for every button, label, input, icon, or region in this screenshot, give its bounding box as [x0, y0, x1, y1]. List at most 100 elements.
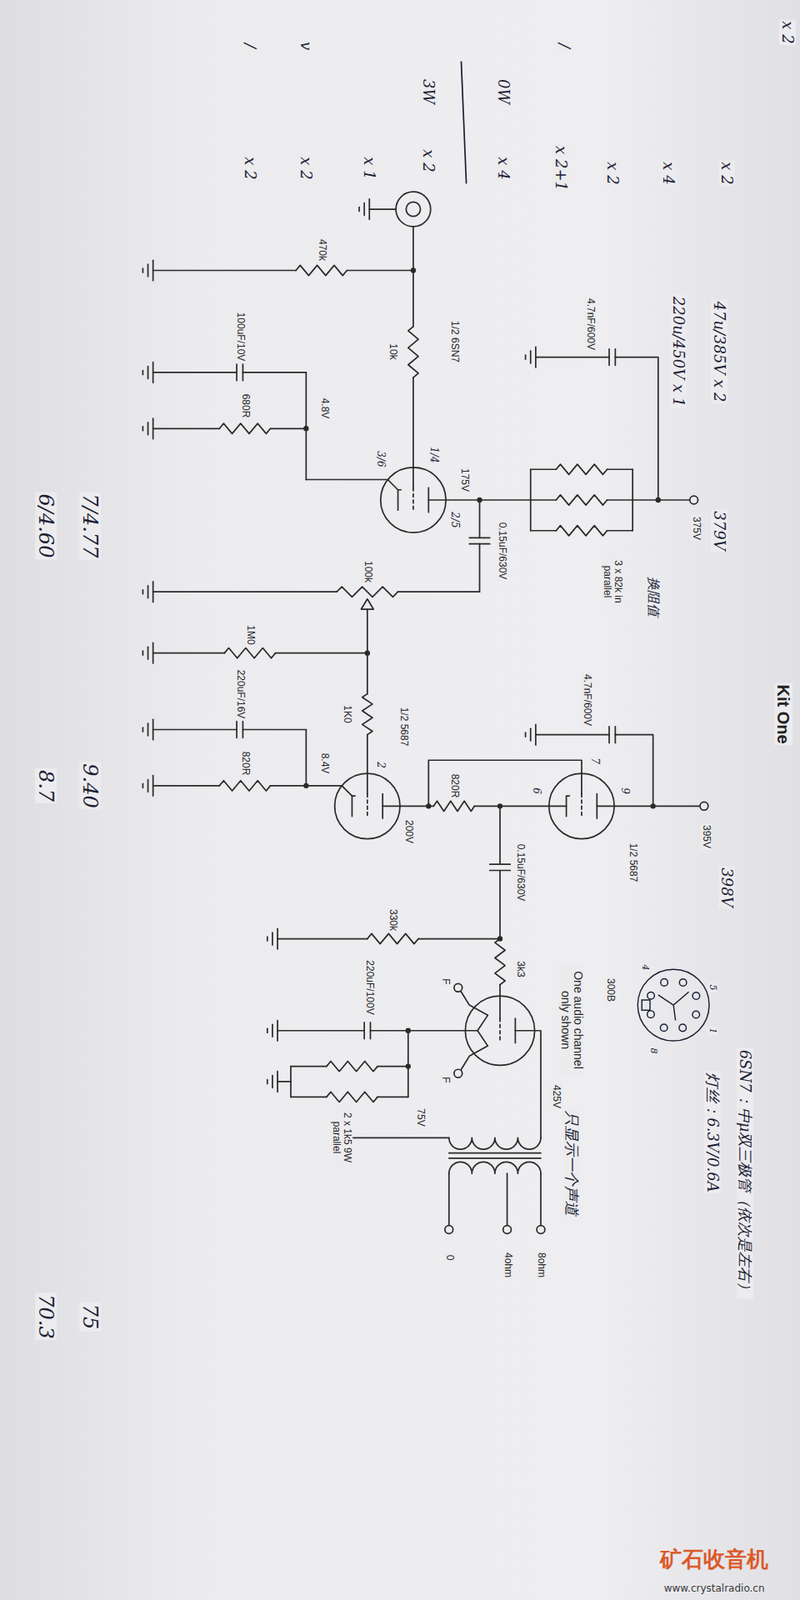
handwritten-note: 2 — [374, 760, 385, 771]
wire — [305, 730, 307, 786]
wiper-arrow — [360, 599, 374, 610]
wire — [535, 734, 610, 736]
handwritten-note: 6SN7：中μ双三极管（依次是左右） — [736, 1048, 754, 1300]
resistor-symbol — [326, 1091, 378, 1102]
wire — [515, 1030, 541, 1139]
wire — [479, 544, 481, 593]
wire — [277, 1080, 291, 1083]
tube-grid — [499, 1018, 501, 1043]
resistor-symbol — [408, 326, 419, 378]
terminal — [445, 1225, 454, 1235]
handwritten-note: 灯丝：6.3V/0.6A — [704, 1071, 721, 1195]
handwritten-note: 47u/385V x 2 — [710, 300, 728, 405]
wire — [615, 357, 658, 500]
component-label: 1/2 5687 — [627, 840, 639, 884]
wire — [153, 270, 296, 272]
component-label: F — [439, 976, 450, 986]
handwritten-note: v — [297, 40, 315, 52]
wire — [607, 499, 634, 501]
socket-pin — [660, 979, 669, 987]
terminal — [503, 1225, 512, 1235]
wire — [499, 870, 501, 939]
wire — [275, 652, 368, 655]
handwritten-note: 7 — [588, 756, 600, 767]
handwritten-note: x 2 — [420, 148, 437, 175]
capacitor-symbol — [469, 536, 490, 539]
tube-grid — [580, 794, 583, 819]
terminal — [690, 495, 699, 505]
wire — [607, 468, 634, 470]
wire — [153, 652, 225, 655]
resistor-symbol — [224, 648, 275, 659]
handwritten-note: x 2 — [297, 155, 315, 181]
capacitor-symbol — [235, 721, 238, 739]
capacitor-symbol — [370, 1022, 372, 1040]
wire — [448, 1173, 450, 1225]
wire — [479, 500, 481, 538]
input-jack — [395, 191, 431, 227]
wire — [377, 1065, 409, 1068]
ground-symbol — [142, 426, 145, 431]
ground-symbol — [266, 1080, 269, 1085]
ground-symbol — [147, 780, 150, 793]
capacitor-symbol — [235, 364, 238, 381]
component-label: 0.15uF/630V — [515, 842, 526, 904]
wire — [290, 1065, 327, 1068]
component-label: 220uF/16V — [234, 667, 245, 720]
ground-symbol — [358, 207, 360, 212]
socket-pin — [679, 979, 687, 987]
handwritten-note: 3W — [420, 77, 437, 106]
wire — [506, 1173, 509, 1225]
capacitor-symbol — [608, 726, 610, 744]
handwritten-note: x 2 — [779, 20, 796, 46]
input-jack — [405, 201, 420, 216]
component-label: One audio channel only shown — [558, 963, 585, 1077]
wire — [277, 1030, 365, 1032]
socket-sketch — [637, 969, 710, 1041]
handwritten-note: x 2 — [718, 160, 735, 186]
ground-symbol — [152, 260, 155, 280]
component-label: 1K0 — [341, 703, 353, 725]
ground-symbol — [142, 783, 145, 788]
ground-symbol — [530, 728, 532, 741]
ground-symbol — [363, 203, 365, 216]
wire — [277, 938, 368, 940]
wire — [340, 1136, 450, 1139]
handwritten-note: 2/5 — [448, 510, 460, 530]
tube-cathode — [566, 795, 570, 816]
capacitor-symbol — [608, 349, 610, 366]
resistor-symbol — [219, 423, 270, 434]
transformer-core — [449, 1157, 541, 1160]
component-label: 1/2 6SN7 — [448, 319, 460, 365]
tube-cathode — [351, 795, 355, 816]
handwritten-line — [460, 60, 466, 184]
component-label: 4.8V — [319, 395, 330, 420]
resistor-symbol — [295, 265, 347, 275]
handwritten-note: 7/4.77 — [79, 491, 101, 560]
capacitor-symbol — [363, 1022, 365, 1040]
wire — [153, 371, 237, 374]
ground-symbol — [152, 362, 155, 383]
terminal — [700, 801, 709, 810]
socket-pin — [692, 1010, 700, 1019]
resistor-symbol — [495, 939, 505, 985]
wire — [408, 1030, 478, 1032]
capacitor-symbol — [469, 543, 490, 545]
handwritten-note: 6/4.60 — [35, 491, 57, 560]
ground-symbol — [535, 346, 537, 367]
ground-symbol — [368, 199, 370, 220]
wire — [242, 371, 306, 374]
terminal — [454, 983, 463, 992]
capacitor-symbol — [242, 364, 245, 381]
tube-grid — [412, 487, 415, 512]
component-label: 200V — [402, 818, 414, 845]
ground-symbol — [142, 590, 145, 595]
wire — [370, 1030, 408, 1032]
wire — [460, 1045, 488, 1070]
handwritten-note: x 2+1 — [553, 144, 570, 193]
wire — [153, 785, 220, 787]
component-label: 10k — [387, 342, 399, 362]
ground-symbol — [535, 724, 537, 745]
component-label: 1M0 — [244, 623, 255, 646]
transformer-winding — [449, 1137, 541, 1150]
